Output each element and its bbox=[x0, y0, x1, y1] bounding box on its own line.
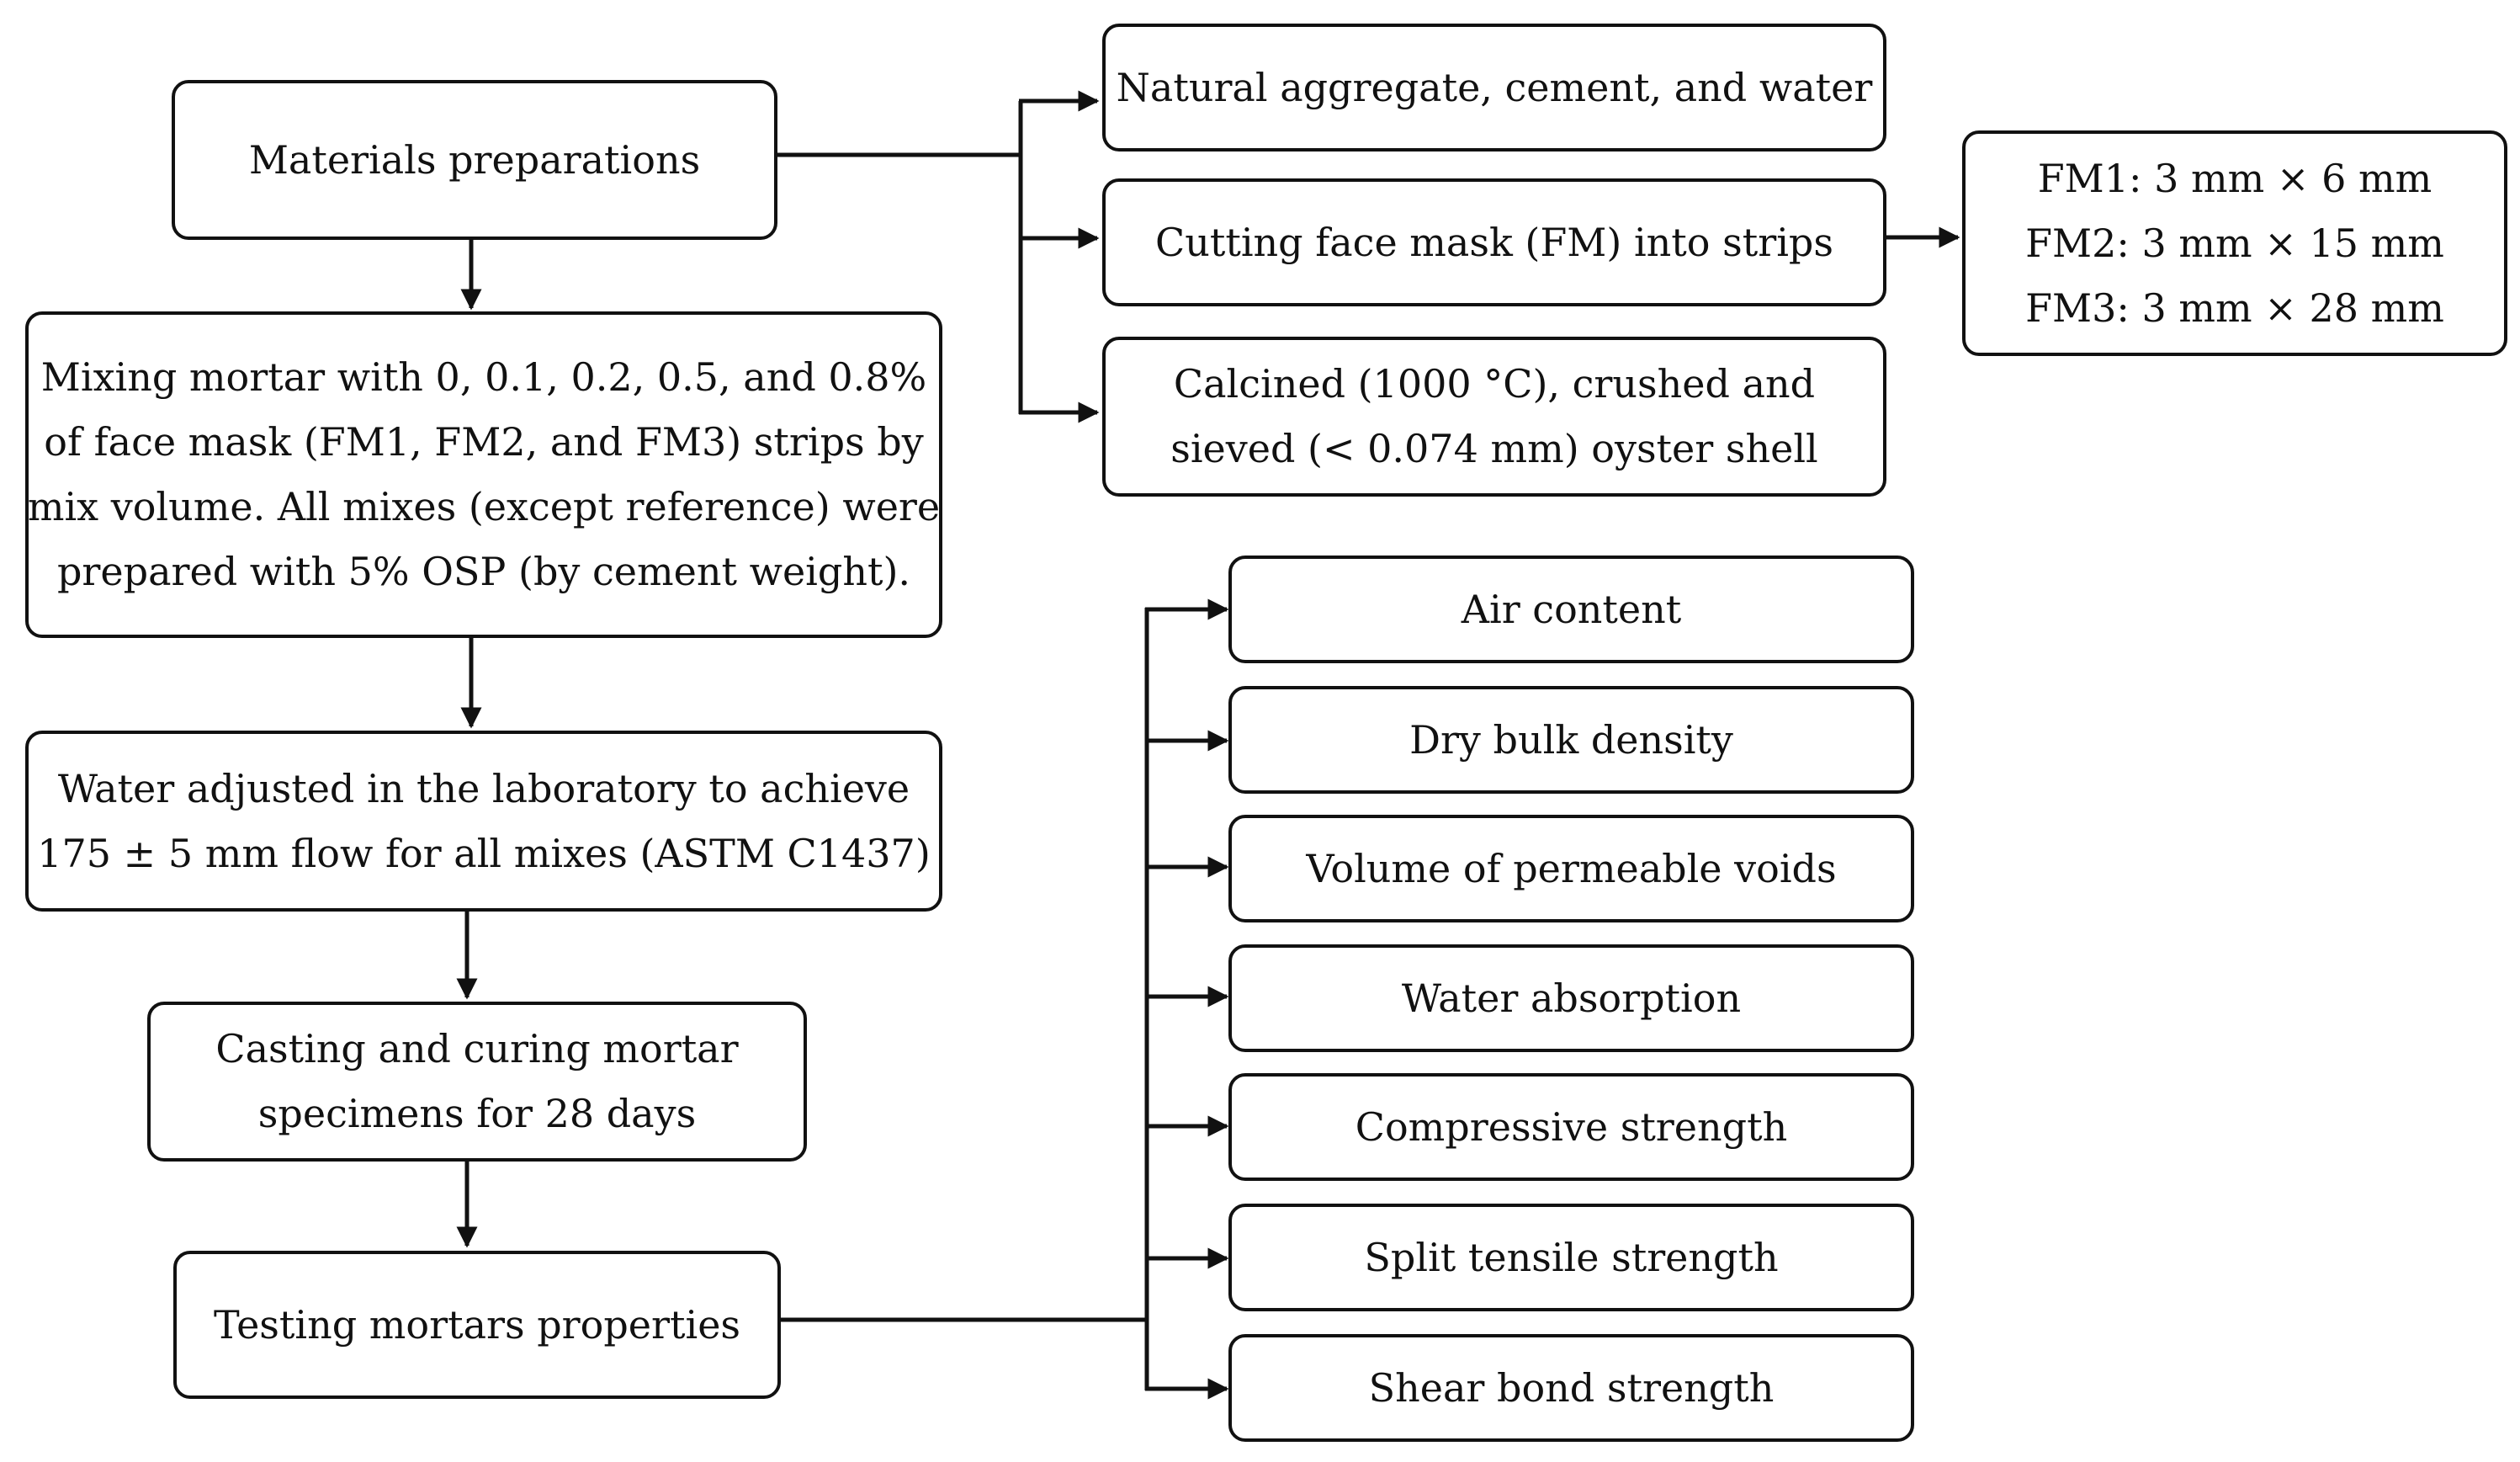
casting-line-2: specimens for 28 days bbox=[257, 1091, 697, 1136]
test-split-tensile-strength-label: Split tensile strength bbox=[1364, 1234, 1779, 1280]
water-adjusted-box: Water adjusted in the laboratory to achi… bbox=[25, 731, 942, 912]
test-shear-bond-strength-box: Shear bond strength bbox=[1228, 1334, 1914, 1442]
mixing-line-3: mix volume. All mixes (except reference)… bbox=[27, 484, 941, 529]
test-split-tensile-strength-box: Split tensile strength bbox=[1228, 1204, 1914, 1311]
cutting-face-mask-label: Cutting face mask (FM) into strips bbox=[1155, 219, 1833, 265]
materials-preparations-label: Materials preparations bbox=[248, 136, 701, 183]
test-dry-bulk-density-label: Dry bulk density bbox=[1409, 716, 1733, 763]
natural-aggregate-label: Natural aggregate, cement, and water bbox=[1116, 64, 1873, 110]
test-compressive-strength-label: Compressive strength bbox=[1355, 1103, 1788, 1150]
calcined-line-2: sieved (< 0.074 mm) oyster shell bbox=[1170, 426, 1818, 471]
test-permeable-voids-label: Volume of permeable voids bbox=[1306, 845, 1837, 891]
mixing-line-4: prepared with 5% OSP (by cement weight). bbox=[56, 549, 911, 594]
test-air-content-label: Air content bbox=[1461, 586, 1682, 632]
casting-line-1: Casting and curing mortar bbox=[215, 1026, 739, 1071]
fm2-size: FM2: 3 mm × 15 mm bbox=[2025, 220, 2444, 266]
mixing-mortar-box: Mixing mortar with 0, 0.1, 0.2, 0.5, and… bbox=[25, 311, 942, 638]
fm3-size: FM3: 3 mm × 28 mm bbox=[2025, 284, 2444, 331]
casting-curing-box: Casting and curing mortar specimens for … bbox=[147, 1002, 807, 1162]
mixing-line-1: Mixing mortar with 0, 0.1, 0.2, 0.5, and… bbox=[40, 354, 927, 400]
test-shear-bond-strength-label: Shear bond strength bbox=[1368, 1364, 1775, 1411]
water-line-2: 175 ± 5 mm flow for all mixes (ASTM C143… bbox=[37, 830, 931, 876]
test-air-content-box: Air content bbox=[1228, 556, 1914, 663]
test-water-absorption-box: Water absorption bbox=[1228, 944, 1914, 1052]
mixing-line-2: of face mask (FM1, FM2, and FM3) strips … bbox=[44, 419, 924, 465]
test-compressive-strength-box: Compressive strength bbox=[1228, 1073, 1914, 1181]
testing-mortars-label: Testing mortars properties bbox=[213, 1301, 741, 1348]
calcined-oyster-shell-box: Calcined (1000 °C), crushed and sieved (… bbox=[1102, 337, 1886, 497]
test-permeable-voids-box: Volume of permeable voids bbox=[1228, 815, 1914, 922]
natural-aggregate-box: Natural aggregate, cement, and water bbox=[1102, 24, 1886, 152]
water-line-1: Water adjusted in the laboratory to achi… bbox=[57, 765, 910, 811]
test-water-absorption-label: Water absorption bbox=[1401, 975, 1742, 1021]
test-dry-bulk-density-box: Dry bulk density bbox=[1228, 686, 1914, 794]
materials-preparations-box: Materials preparations bbox=[172, 80, 777, 240]
fm-sizes-box: FM1: 3 mm × 6 mm FM2: 3 mm × 15 mm FM3: … bbox=[1962, 130, 2507, 356]
calcined-line-1: Calcined (1000 °C), crushed and bbox=[1173, 361, 1816, 407]
testing-mortars-box: Testing mortars properties bbox=[173, 1251, 781, 1399]
fm1-size: FM1: 3 mm × 6 mm bbox=[2037, 155, 2432, 201]
cutting-face-mask-box: Cutting face mask (FM) into strips bbox=[1102, 178, 1886, 306]
